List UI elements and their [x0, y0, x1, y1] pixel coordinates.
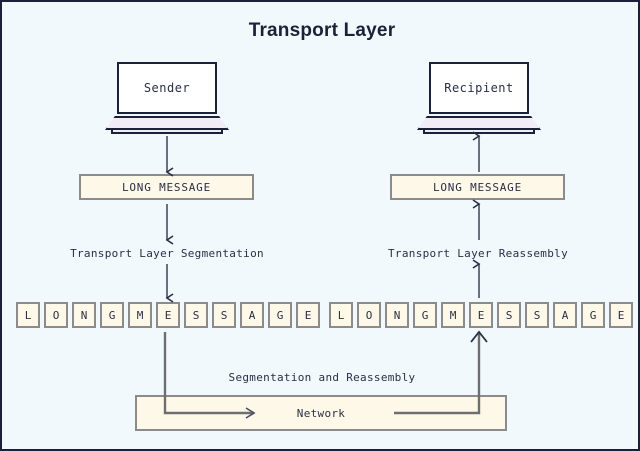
segment-cell: E — [469, 302, 493, 328]
segment-cell: L — [16, 302, 40, 328]
sender-process-caption: Transport Layer Segmentation — [70, 247, 264, 260]
segment-cell: S — [212, 302, 236, 328]
laptop-screen: Sender — [117, 62, 217, 114]
recipient-label: Recipient — [444, 81, 514, 95]
segment-cell: G — [268, 302, 292, 328]
laptop-foot — [423, 128, 535, 134]
laptop-screen: Recipient — [429, 62, 529, 114]
segment-cell: O — [44, 302, 68, 328]
sender-long-message-box: LONG MESSAGE — [79, 174, 254, 200]
sender-label: Sender — [143, 81, 191, 95]
sender-laptop: Sender — [105, 62, 229, 134]
segment-cell: G — [413, 302, 437, 328]
sender-long-message-text: LONG MESSAGE — [121, 180, 212, 194]
segment-cell: A — [553, 302, 577, 328]
sender-segment-strip: L O N G M E S S A G E — [16, 302, 320, 328]
segment-cell: E — [296, 302, 320, 328]
segment-cell: S — [497, 302, 521, 328]
network-label-text: Network — [296, 406, 346, 420]
laptop-foot — [111, 128, 223, 134]
page-title: Transport Layer — [248, 20, 396, 41]
segment-cell: N — [72, 302, 96, 328]
segment-cell: E — [609, 302, 633, 328]
segment-cell: N — [385, 302, 409, 328]
segment-cell: G — [581, 302, 605, 328]
segment-cell: S — [184, 302, 208, 328]
segment-cell: G — [100, 302, 124, 328]
recipient-process-caption: Transport Layer Reassembly — [388, 247, 568, 260]
segment-cell: L — [329, 302, 353, 328]
segment-cell: S — [525, 302, 549, 328]
recipient-long-message-text: LONG MESSAGE — [432, 180, 523, 194]
recipient-long-message-box: LONG MESSAGE — [390, 174, 565, 200]
recipient-laptop: Recipient — [417, 62, 541, 134]
network-label-wrap: Network — [135, 395, 507, 431]
segment-cell: O — [357, 302, 381, 328]
segment-cell: M — [441, 302, 465, 328]
recipient-segment-strip: L O N G M E S S A G E — [329, 302, 633, 328]
segment-cell: M — [128, 302, 152, 328]
segment-cell: A — [240, 302, 264, 328]
network-caption: Segmentation and Reassembly — [228, 371, 416, 384]
segment-cell: E — [156, 302, 180, 328]
